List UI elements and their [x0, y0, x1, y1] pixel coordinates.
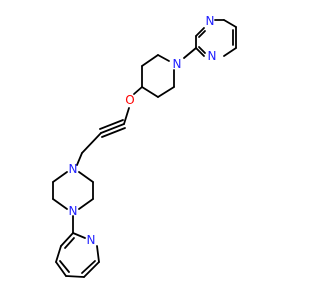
- bond: [78, 198, 94, 210]
- bond: [59, 260, 70, 273]
- bond: [100, 123, 125, 134]
- bond: [72, 232, 86, 239]
- bond: [96, 245, 100, 263]
- bond: [81, 260, 96, 274]
- piperidine-nitrogen: N: [173, 57, 182, 71]
- atom-label-layer: N N N O N N N: [69, 14, 217, 247]
- bond: [81, 132, 102, 154]
- bond: [64, 237, 75, 249]
- piperazine-nitrogen-1: N: [69, 162, 78, 176]
- bond: [55, 261, 67, 277]
- bond: [157, 54, 170, 62]
- bond: [133, 86, 143, 95]
- bond: [55, 245, 62, 263]
- pyrimidine-nitrogen-1: N: [206, 14, 215, 28]
- bond-layer: [52, 19, 237, 278]
- bond: [195, 27, 205, 37]
- bond: [78, 171, 94, 183]
- bond: [141, 86, 159, 98]
- bond: [223, 47, 237, 57]
- pyridine-nitrogen: N: [87, 233, 96, 247]
- bond: [198, 30, 206, 38]
- bond: [52, 171, 68, 183]
- bond: [65, 275, 85, 278]
- bond: [60, 232, 74, 247]
- bond: [101, 127, 126, 138]
- bond: [76, 152, 83, 166]
- ether-oxygen: O: [125, 93, 134, 107]
- pyrimidine-nitrogen-2: N: [208, 49, 217, 63]
- bond: [83, 261, 100, 278]
- bond: [99, 119, 124, 130]
- bond: [123, 107, 130, 125]
- bond: [141, 54, 159, 67]
- bond: [157, 86, 175, 98]
- bond: [183, 47, 197, 59]
- bond: [52, 198, 68, 210]
- piperazine-nitrogen-2: N: [69, 204, 78, 218]
- bond: [223, 19, 237, 28]
- molecule-structure: N N N O N N N: [52, 14, 237, 278]
- bond: [198, 46, 206, 54]
- bond: [195, 47, 205, 57]
